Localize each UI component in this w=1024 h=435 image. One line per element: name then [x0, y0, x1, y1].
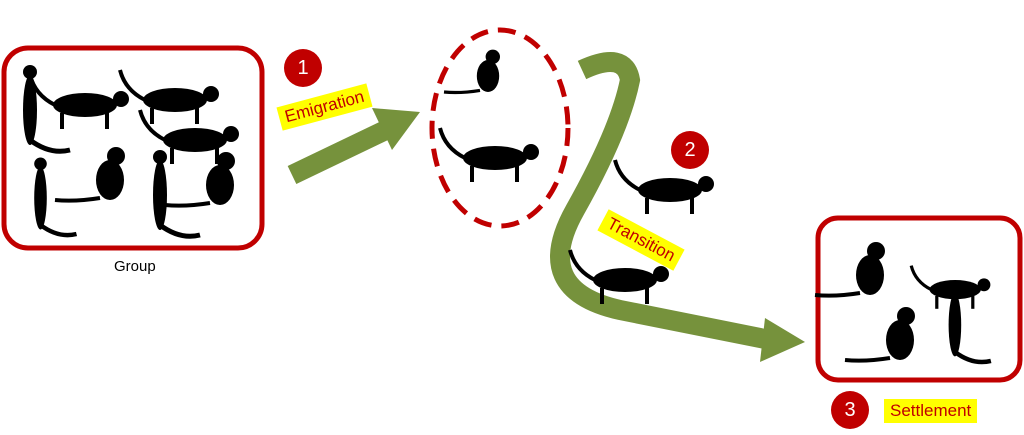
stage-3-badge: 3 — [831, 391, 869, 429]
stage-2-badge: 2 — [671, 131, 709, 169]
settlement-box — [815, 215, 1023, 383]
group-box — [1, 45, 265, 251]
dispersers-ellipse — [429, 27, 571, 229]
stage-1-badge: 1 — [284, 49, 322, 87]
settlement-label: Settlement — [884, 399, 978, 423]
transition-arrow — [550, 52, 805, 362]
group-label: Group — [114, 258, 156, 275]
emigration-arrow — [287, 108, 420, 185]
